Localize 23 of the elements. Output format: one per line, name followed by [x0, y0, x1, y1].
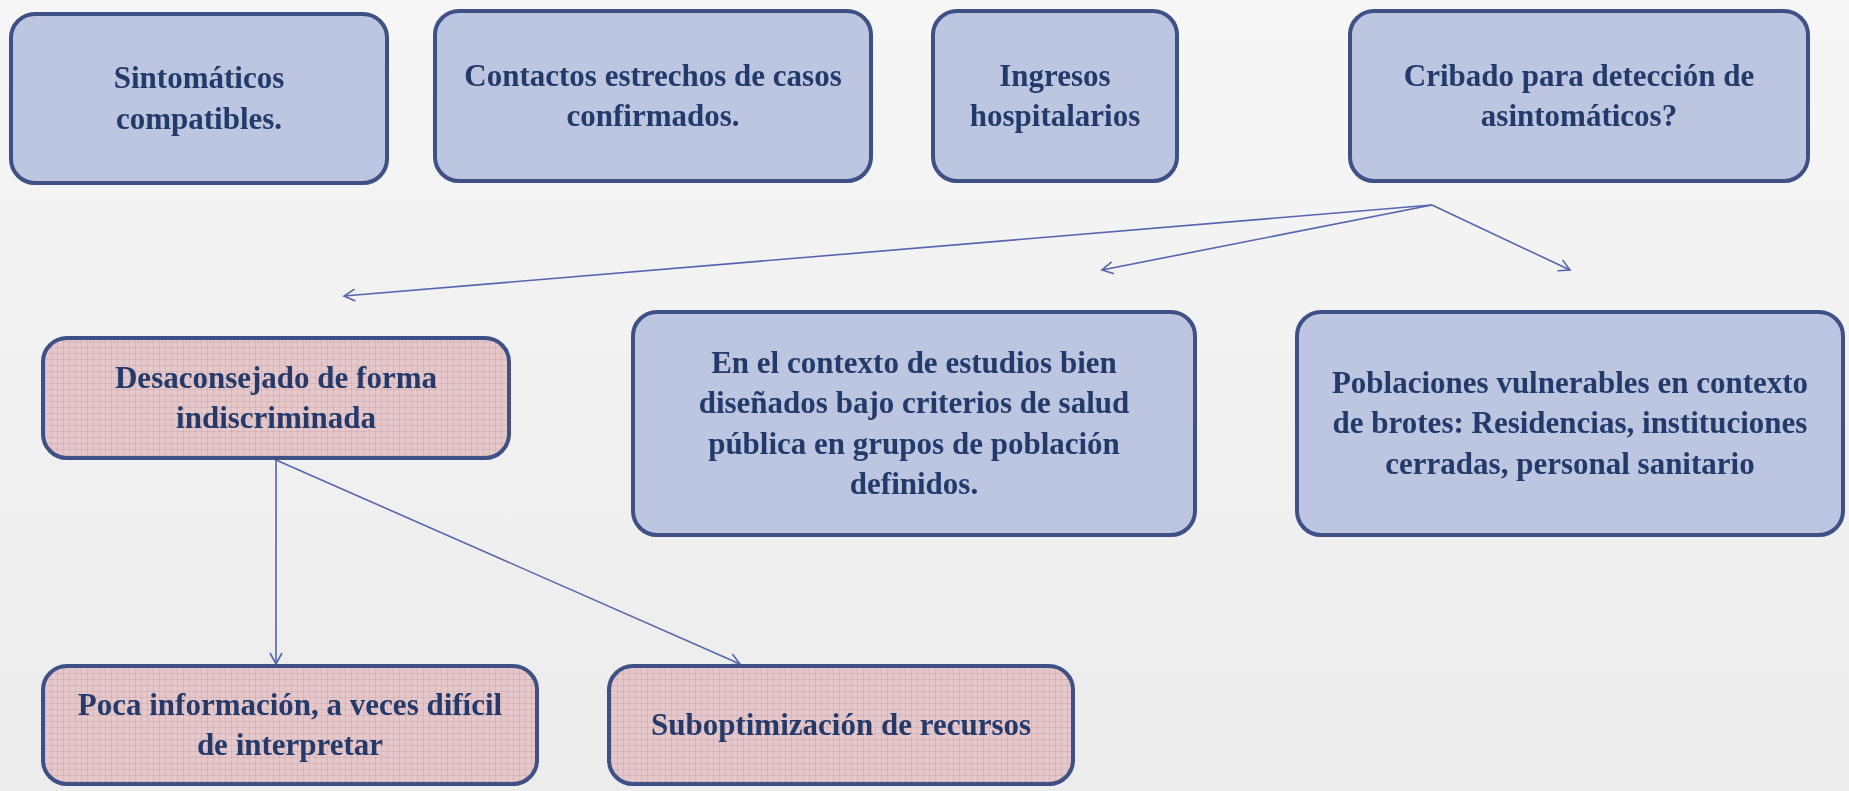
- box-text: En el contexto de estudios bien diseñados bajo criterios de salud pública en grupos de población definidos.: [697, 343, 1131, 503]
- box-text: Poca información, a veces difícil de interpretar: [76, 685, 504, 764]
- arrow: [275, 459, 741, 666]
- box-text: Suboptimización de recursos: [650, 705, 1032, 744]
- box-text: Sintomáticos compatibles.: [112, 59, 286, 138]
- box-text: Desaconsejado de forma indiscriminada: [114, 358, 438, 437]
- rounded-box: [41, 664, 539, 786]
- arrow: [343, 204, 1433, 302]
- box-text: Poblaciones vulnerables en contexto de brotes: Residencias, instituciones cerradas, personal sanitario: [1330, 364, 1810, 483]
- box-text: Ingresos hospitalarios: [968, 56, 1142, 135]
- box-text: Cribado para detección de asintomáticos?: [1402, 56, 1756, 135]
- rounded-box: [1348, 9, 1810, 183]
- rounded-box: [931, 9, 1179, 183]
- arrow: [269, 459, 283, 665]
- arrow: [1101, 204, 1433, 275]
- arrow: [1431, 204, 1571, 272]
- rounded-box: [607, 664, 1075, 786]
- rounded-box: [1295, 310, 1845, 537]
- rounded-box: [631, 310, 1197, 537]
- rounded-box: [9, 12, 389, 185]
- rounded-box: [41, 336, 511, 460]
- box-text: Contactos estrechos de casos confirmados.: [463, 56, 843, 135]
- rounded-box: [433, 9, 873, 183]
